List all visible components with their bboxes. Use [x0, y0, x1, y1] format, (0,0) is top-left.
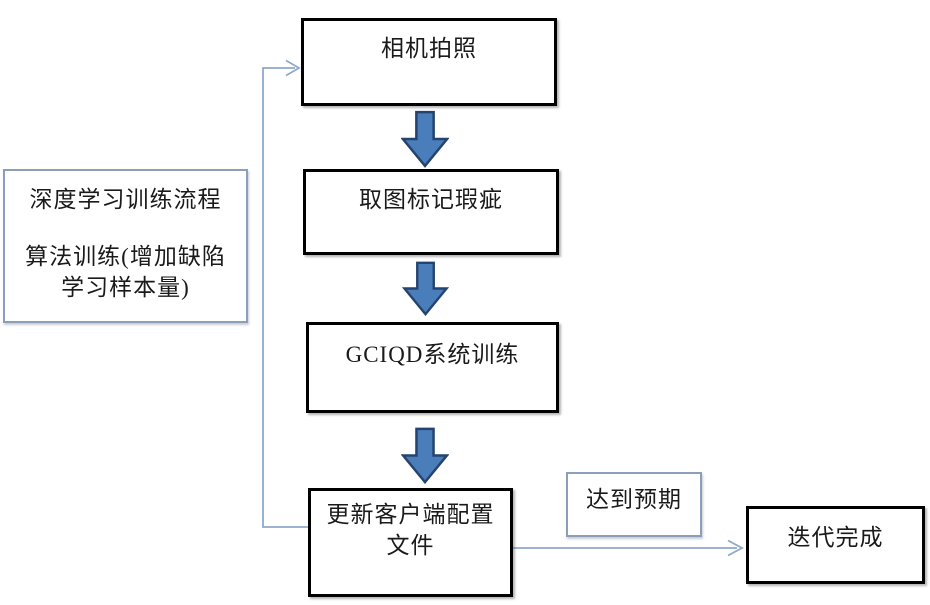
step-label-camera-capture: 相机拍照: [381, 36, 477, 61]
end-box-iteration-complete: 迭代完成: [746, 506, 925, 584]
step-box-update-client-config: 更新客户端配置 文件: [308, 488, 513, 597]
condition-label-expectation-met: 达到预期: [586, 487, 682, 512]
note-line-3: 学习样本量): [61, 275, 190, 301]
step-label-mark-defects: 取图标记瑕疵: [359, 187, 503, 212]
step-label-update-client-config-line2: 文件: [386, 533, 435, 559]
note-line-1: 深度学习训练流程: [29, 187, 222, 212]
step-box-mark-defects: 取图标记瑕疵: [303, 169, 559, 255]
branch-arrowhead-icon: [727, 539, 744, 557]
step-label-update-client-config-line1: 更新客户端配置: [326, 502, 495, 527]
step-box-gciqd-training: GCIQD系统训练: [306, 322, 559, 413]
step-box-camera-capture: 相机拍照: [301, 18, 557, 106]
down-block-arrow-1-icon: [401, 110, 449, 168]
end-label-iteration-complete: 迭代完成: [787, 525, 884, 550]
step-label-gciqd-training: GCIQD系统训练: [345, 342, 520, 367]
down-block-arrow-2-icon: [402, 261, 449, 316]
note-line-2: 算法训练(增加缺陷: [25, 244, 226, 270]
feedback-connector-line: [262, 67, 308, 528]
down-block-arrow-3-icon: [401, 427, 449, 484]
condition-box-expectation-met: 达到预期: [566, 472, 702, 537]
feedback-arrowhead-icon: [285, 59, 301, 77]
note-box-training-process: 深度学习训练流程 算法训练(增加缺陷 学习样本量): [3, 169, 248, 323]
